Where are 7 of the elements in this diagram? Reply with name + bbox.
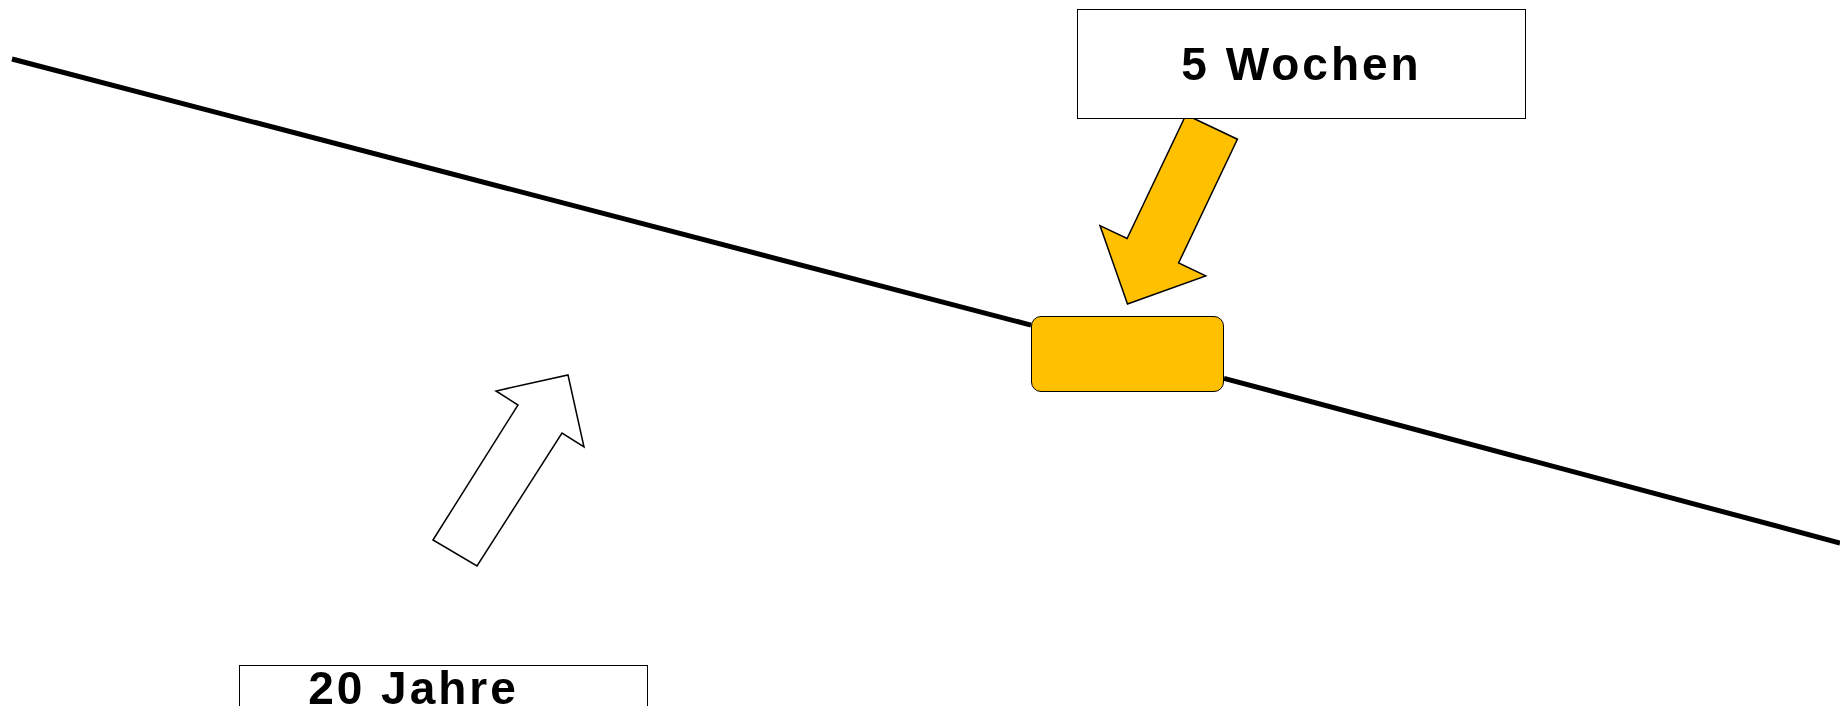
duration-text: 5 Wochen xyxy=(1181,44,1422,84)
timeline-line xyxy=(1223,375,1840,546)
label-box xyxy=(1077,9,1526,119)
duration-text: 20 Jahre xyxy=(308,668,519,706)
highlight-box xyxy=(1031,316,1224,392)
label-box xyxy=(239,665,648,706)
timeline-line xyxy=(11,56,1032,328)
